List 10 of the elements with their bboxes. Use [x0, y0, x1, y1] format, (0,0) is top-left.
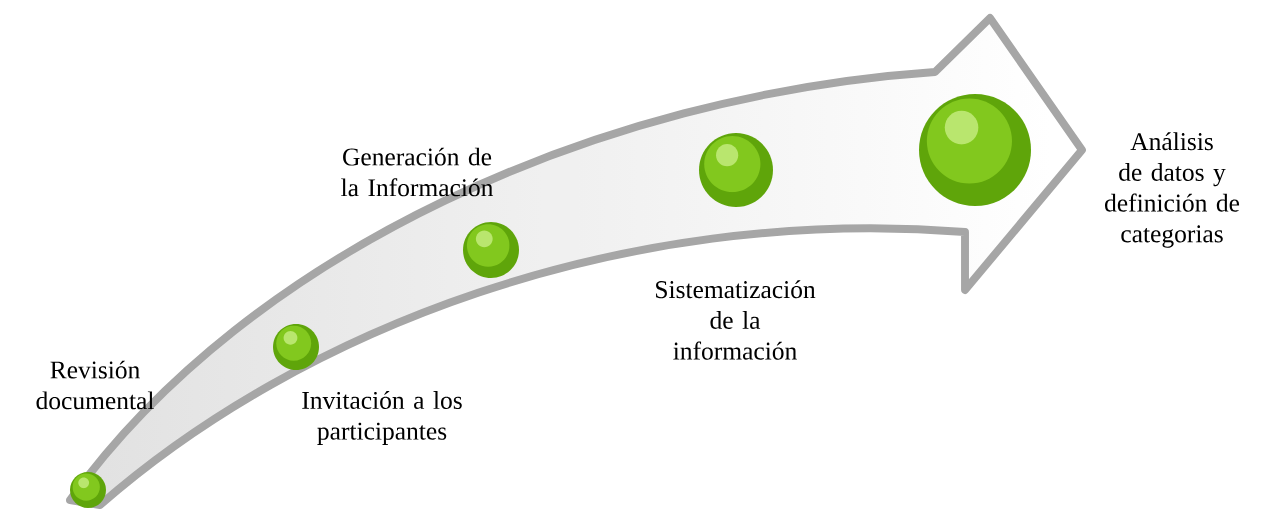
step-ball — [273, 324, 319, 370]
step-label: Invitación a los participantes — [302, 391, 462, 445]
step-ball — [70, 472, 106, 508]
step-label: Generación de la Información — [341, 147, 494, 197]
step-label: Análisis de datos y definición de categorias — [1105, 132, 1240, 248]
step-ball — [919, 94, 1031, 206]
step-label: Sistematización de la información — [656, 280, 816, 360]
step-ball — [463, 222, 519, 278]
step-label: Revisión documental — [36, 360, 154, 410]
step-ball — [699, 133, 773, 207]
